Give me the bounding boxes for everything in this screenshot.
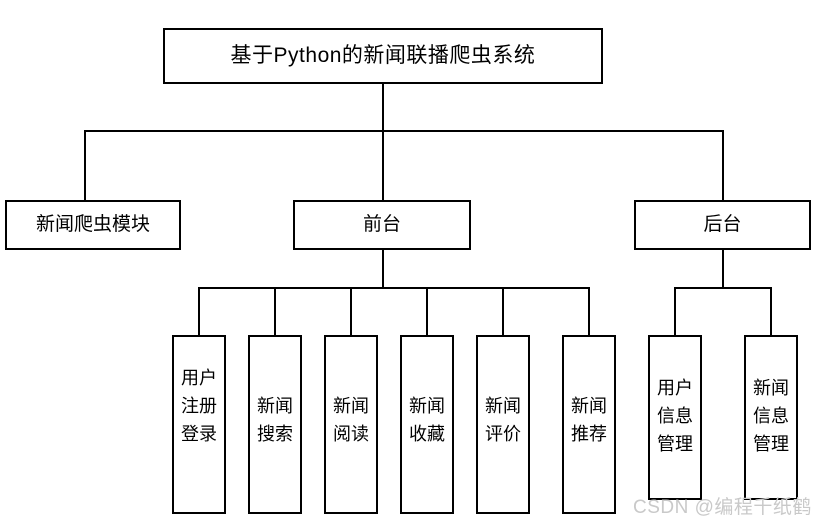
node-news-recommend-label: 新闻 推荐 (571, 396, 607, 444)
node-user-info-management-label: 用户 信息 管理 (657, 378, 693, 454)
connector-level2-bus (84, 130, 724, 132)
connector-drop-back (722, 130, 724, 200)
node-crawler-label: 新闻爬虫模块 (35, 214, 150, 236)
node-news-recommend[interactable]: 新闻 推荐 (562, 335, 616, 514)
node-news-review-label: 新闻 评价 (485, 396, 521, 444)
node-news-read[interactable]: 新闻 阅读 (324, 335, 378, 514)
connector-drop-f5 (588, 287, 590, 335)
connector-drop-f3 (426, 287, 428, 335)
node-user-register-login[interactable]: 用户 注册 登录 (172, 335, 226, 514)
node-root-system[interactable]: 基于Python的新闻联播爬虫系统 (163, 28, 603, 84)
node-frontend-label: 前台 (362, 214, 401, 236)
node-news-search[interactable]: 新闻 搜索 (248, 335, 302, 514)
connector-back-stem (722, 250, 724, 288)
node-news-favorite-label: 新闻 收藏 (409, 396, 445, 444)
node-news-info-management-label: 新闻 信息 管理 (753, 378, 789, 454)
connector-drop-f4 (502, 287, 504, 335)
node-news-search-label: 新闻 搜索 (257, 396, 293, 444)
node-backend-label: 后台 (703, 214, 742, 236)
connector-drop-f1 (274, 287, 276, 335)
watermark: CSDN @编程千纸鹤 (633, 497, 812, 518)
connector-drop-crawler (84, 130, 86, 200)
node-news-crawler-module[interactable]: 新闻爬虫模块 (5, 200, 181, 250)
connector-drop-b0 (674, 287, 676, 335)
connector-root-stem (382, 84, 384, 131)
node-news-read-label: 新闻 阅读 (333, 396, 369, 444)
node-news-info-management[interactable]: 新闻 信息 管理 (744, 335, 798, 500)
connector-front-bus (198, 287, 590, 289)
node-root-label: 基于Python的新闻联播爬虫系统 (230, 43, 536, 67)
connector-front-stem (382, 250, 384, 288)
connector-drop-f2 (350, 287, 352, 335)
connector-drop-b1 (770, 287, 772, 335)
connector-drop-f0 (198, 287, 200, 335)
node-user-info-management[interactable]: 用户 信息 管理 (648, 335, 702, 500)
connector-drop-front (382, 130, 384, 200)
node-frontend[interactable]: 前台 (293, 200, 471, 250)
connector-back-bus (674, 287, 772, 289)
node-backend[interactable]: 后台 (634, 200, 811, 250)
node-user-register-login-label: 用户 注册 登录 (181, 368, 217, 444)
node-news-favorite[interactable]: 新闻 收藏 (400, 335, 454, 514)
node-news-review[interactable]: 新闻 评价 (476, 335, 530, 514)
